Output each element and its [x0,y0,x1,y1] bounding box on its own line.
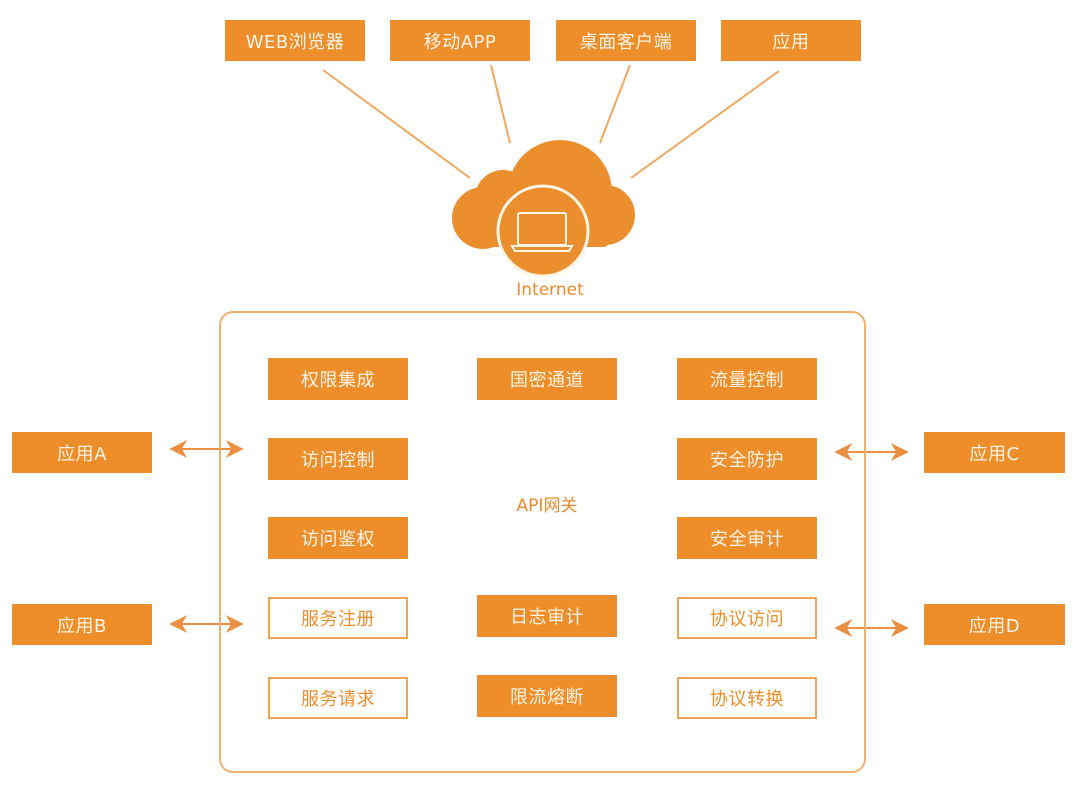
client-application: 应用 [721,20,861,61]
module-service-registration: 服务注册 [268,597,408,639]
connector-desktop [599,64,631,144]
module-rate-limit-circuit-breaker: 限流熔断 [477,675,617,717]
client-mobile-app: 移动APP [390,20,530,61]
client-web-browser: WEB浏览器 [225,20,365,61]
internet-label: Internet [516,280,584,300]
module-sm-channel: 国密通道 [477,358,617,400]
module-protocol-conversion: 协议转换 [677,677,817,719]
external-app-c: 应用C [924,432,1065,473]
connector-web [322,69,471,179]
gateway-title: API网关 [516,496,578,516]
module-service-request: 服务请求 [268,677,408,719]
external-app-b: 应用B [12,604,152,645]
module-protocol-access: 协议访问 [677,597,817,639]
module-access-control: 访问控制 [268,438,408,480]
external-app-a: 应用A [12,432,152,473]
module-log-audit: 日志审计 [477,595,617,637]
module-security-audit: 安全审计 [677,517,817,559]
module-permission-integration: 权限集成 [268,358,408,400]
module-traffic-control: 流量控制 [677,358,817,400]
module-access-authentication: 访问鉴权 [268,517,408,559]
client-desktop: 桌面客户端 [556,20,696,61]
connector-app [630,70,780,179]
api-gateway-container [219,311,866,773]
connector-mobile [490,64,511,144]
laptop-icon [510,212,574,252]
laptop-circle [496,184,590,278]
external-app-d: 应用D [924,604,1065,645]
module-security-protection: 安全防护 [677,438,817,480]
